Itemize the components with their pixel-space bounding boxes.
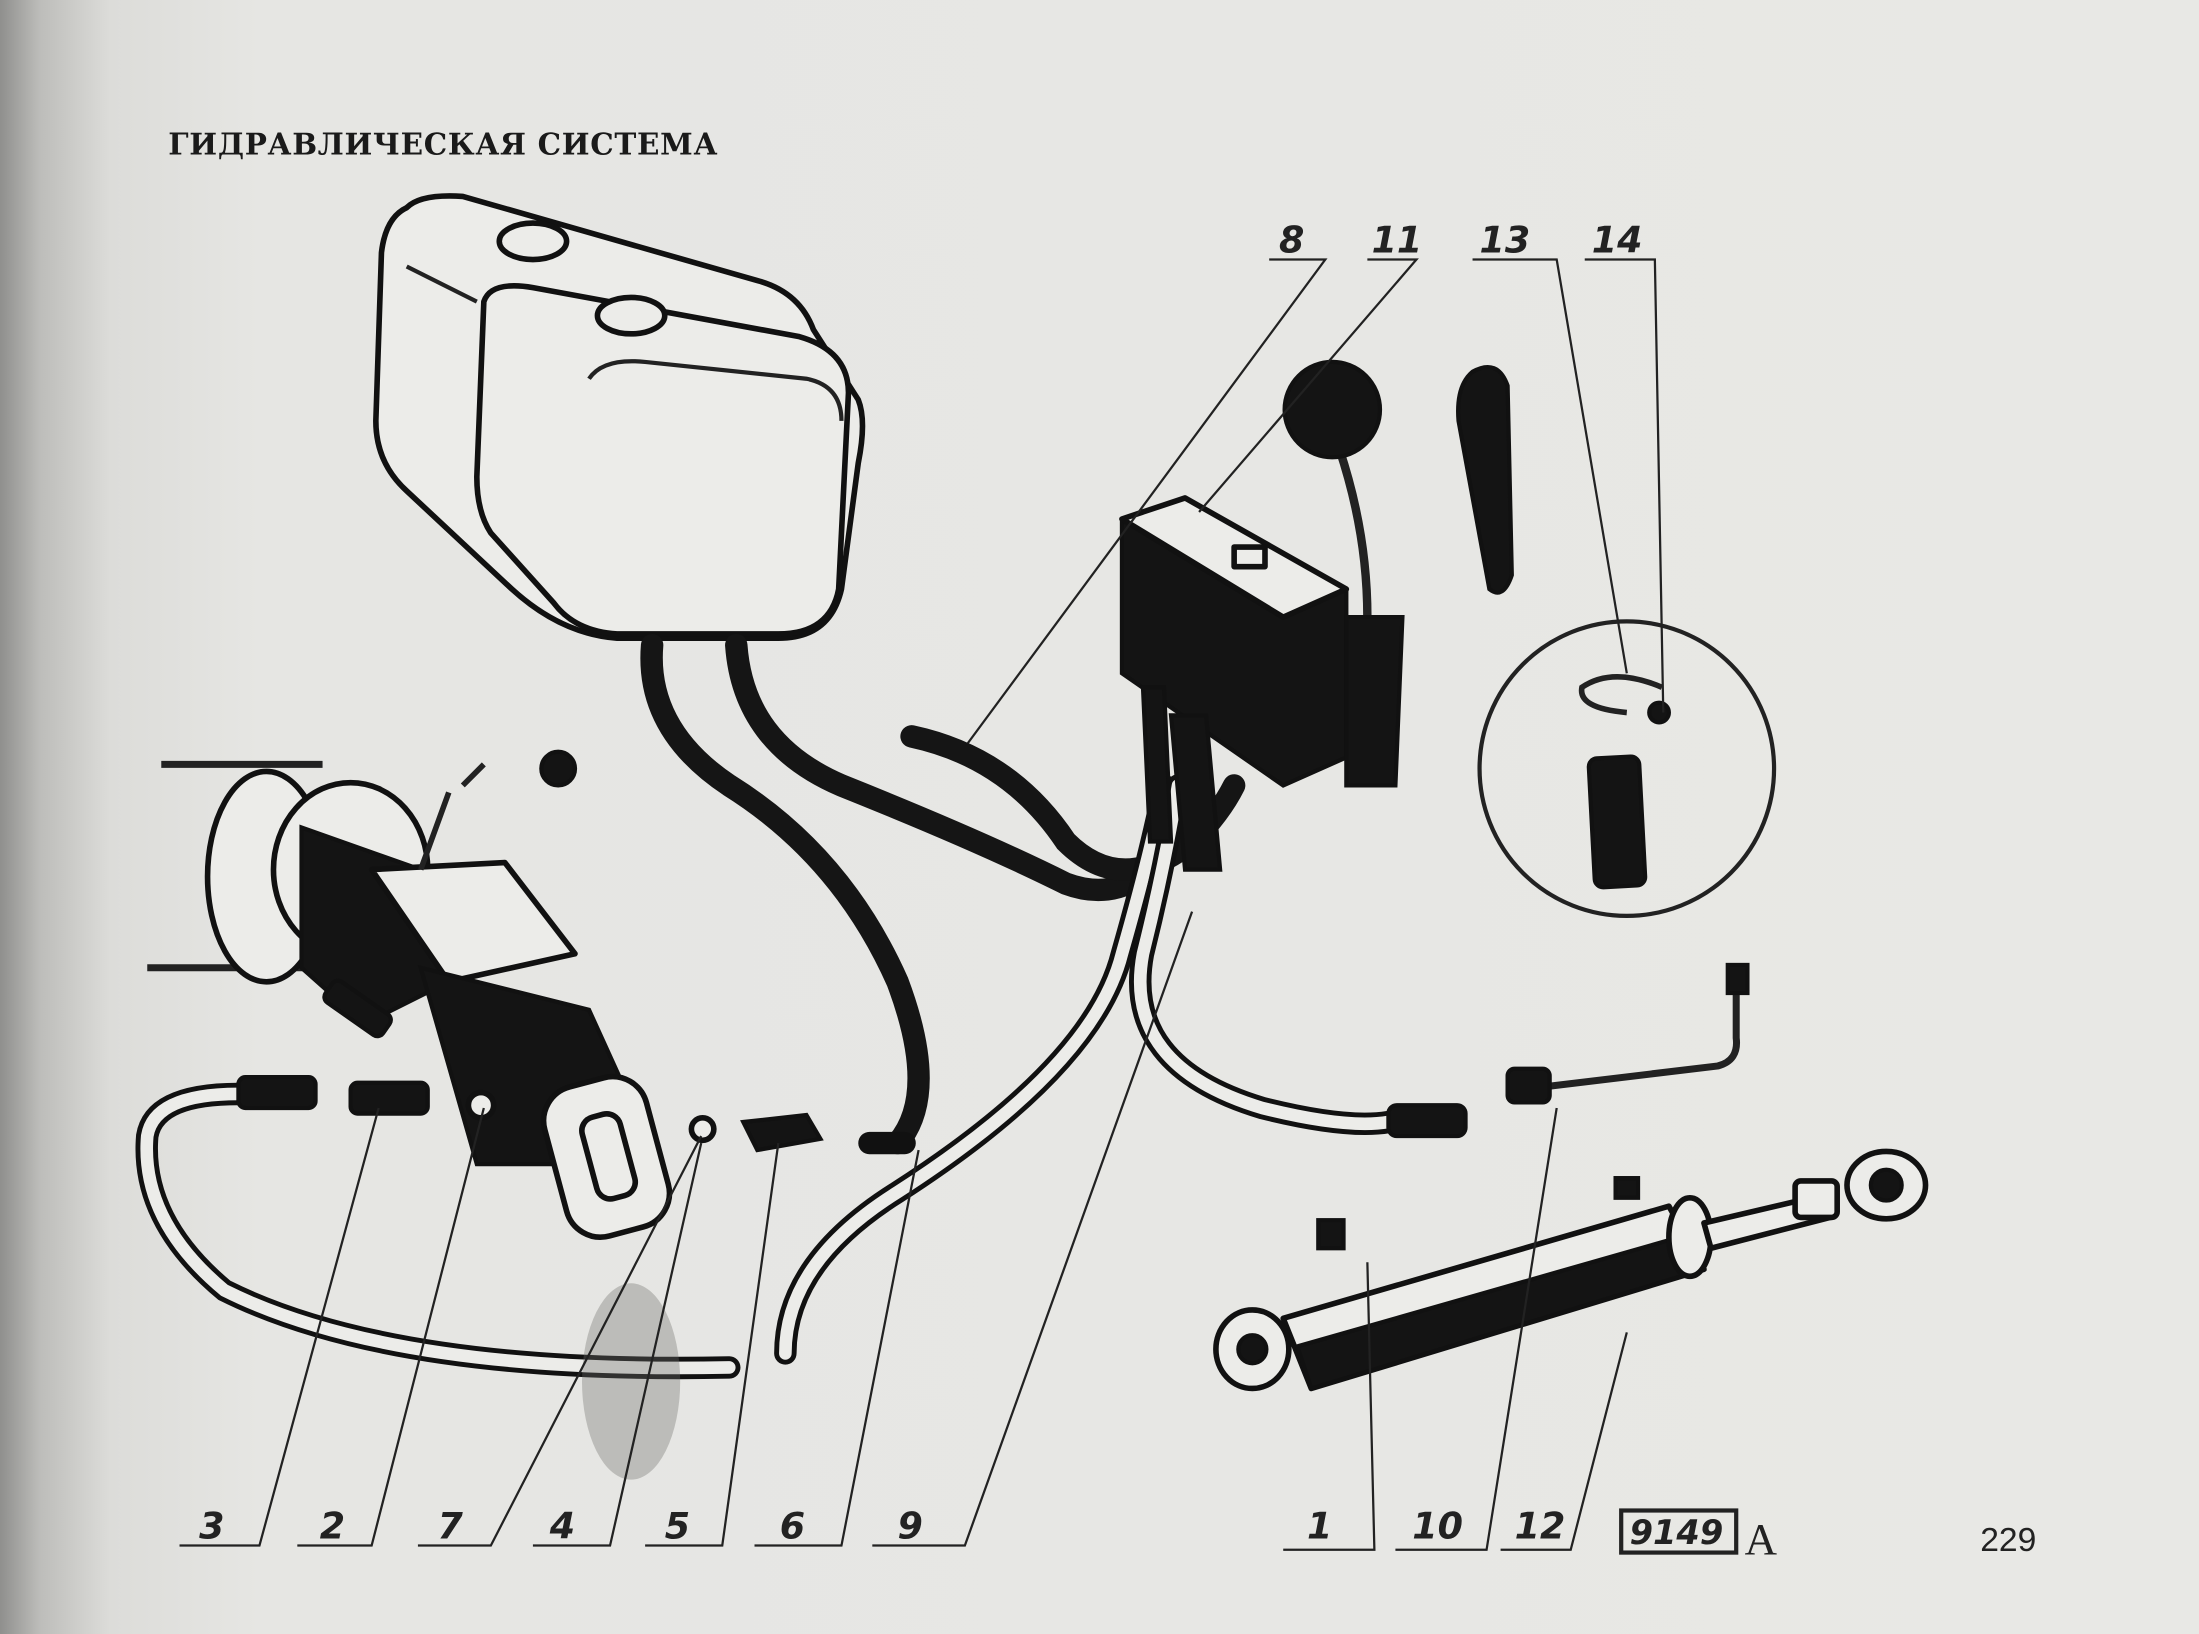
- page-title: ГИДРАВЛИЧЕСКАЯ СИСТЕМА: [168, 126, 718, 161]
- callout-13: 13: [1480, 219, 1531, 262]
- hose-fitting: [1386, 1103, 1468, 1139]
- hydraulic-cylinder: [1213, 1148, 1929, 1392]
- hydraulic-pump: [147, 749, 824, 1240]
- seal-strip: [1456, 365, 1514, 595]
- leader-lines: [179, 258, 1665, 1551]
- figure-number: 9149: [1630, 1513, 1724, 1552]
- callout-1: 1: [1307, 1505, 1332, 1548]
- steel-pipe: [1505, 962, 1750, 1105]
- figure-number-box: [1619, 1508, 1739, 1555]
- oil-tank: [373, 193, 866, 641]
- callout-3: 3: [199, 1505, 224, 1548]
- callout-11: 11: [1372, 219, 1423, 262]
- callout-12: 12: [1515, 1505, 1566, 1548]
- detail-inset: [1477, 619, 1777, 918]
- hoses: [135, 633, 1468, 1380]
- callout-10: 10: [1412, 1505, 1463, 1548]
- figure-suffix: A: [1745, 1514, 1778, 1564]
- callout-9: 9: [898, 1505, 923, 1548]
- callout-14: 14: [1592, 219, 1643, 262]
- callout-4: 4: [549, 1505, 575, 1548]
- filter-element: [1586, 754, 1648, 890]
- ink-stain: [582, 1283, 681, 1480]
- filler-cap-icon: [496, 220, 570, 263]
- callout-6: 6: [780, 1505, 805, 1548]
- callout-2: 2: [320, 1505, 345, 1548]
- page-number: 229: [1980, 1522, 2036, 1559]
- callout-8: 8: [1279, 219, 1304, 262]
- filler-cap-icon: [594, 294, 668, 337]
- callout-7: 7: [438, 1505, 464, 1548]
- lever-knob-icon: [1282, 359, 1383, 460]
- callout-5: 5: [665, 1505, 690, 1548]
